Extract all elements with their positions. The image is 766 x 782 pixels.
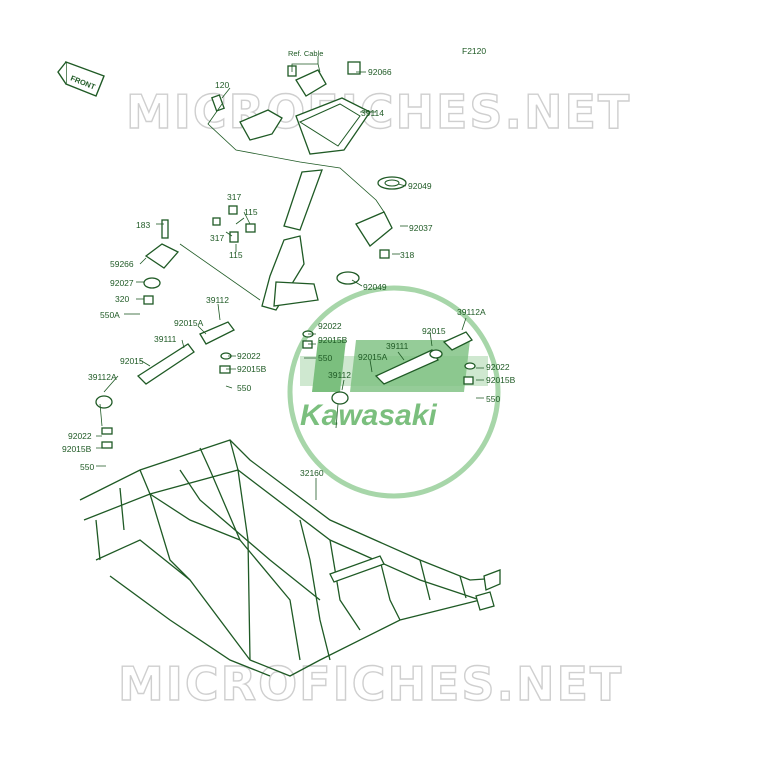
seal-upper <box>377 176 407 190</box>
label-92037: 92037 <box>409 223 433 233</box>
label-115-a: 115 <box>244 207 258 217</box>
label-317-a: 317 <box>227 192 241 202</box>
label-92022-a: 92022 <box>237 351 261 361</box>
label-92049-lower: 92049 <box>363 282 387 292</box>
label-92027: 92027 <box>110 278 134 288</box>
label-92015b-c: 92015B <box>62 444 92 454</box>
label-550-c: 550 <box>486 394 500 404</box>
label-32160: 32160 <box>300 468 324 478</box>
label-39112-left: 39112 <box>206 295 229 305</box>
label-550-e: 550 <box>318 353 332 363</box>
label-39111-right: 39111 <box>386 341 409 351</box>
label-317-b: 317 <box>210 233 224 243</box>
label-92022-b: 92022 <box>486 362 510 372</box>
tie-rod-right <box>331 331 473 429</box>
label-92049-upper: 92049 <box>408 181 432 191</box>
label-550-b: 550 <box>237 383 251 393</box>
label-550-d: 550 <box>80 462 94 472</box>
label-550a: 550A <box>100 310 120 320</box>
frame <box>79 439 501 677</box>
watermark-top: MICROFICHES.NET <box>126 85 631 139</box>
label-318: 318 <box>400 250 414 260</box>
label-115-b: 115 <box>229 250 243 260</box>
label-92015b-d: 92015B <box>318 335 348 345</box>
label-92015b-b: 92015B <box>486 375 516 385</box>
leader-lines <box>96 56 484 500</box>
label-59266: 59266 <box>110 259 134 269</box>
diagram-code: F2120 <box>462 46 486 56</box>
label-92015a-right: 92015A <box>358 352 388 362</box>
label-39112a-left: 39112A <box>88 372 117 382</box>
logo-wordmark: Kawasaki <box>300 399 437 432</box>
label-92066: 92066 <box>368 67 392 77</box>
label-92022-d: 92022 <box>318 321 342 331</box>
label-120: 120 <box>215 80 229 90</box>
watermark-bottom: MICROFICHES.NET <box>118 657 623 711</box>
label-39111-left: 39111 <box>154 334 177 344</box>
stem-clamp <box>355 211 393 247</box>
label-92015-left: 92015 <box>120 356 144 366</box>
steering-stem <box>261 169 323 311</box>
kawasaki-logo: Kawasaki <box>287 285 501 499</box>
label-ref-cable: Ref. Cable <box>288 49 323 58</box>
label-92015-right: 92015 <box>422 326 446 336</box>
label-39112-right: 39112 <box>328 370 351 380</box>
label-39114: 39114 <box>361 108 384 118</box>
tie-rod-left <box>95 321 235 449</box>
label-92015a-left: 92015A <box>174 318 204 328</box>
label-320: 320 <box>115 294 129 304</box>
label-183: 183 <box>136 220 150 230</box>
label-92022-c: 92022 <box>68 431 92 441</box>
front-arrow-icon: FRONT <box>57 60 105 97</box>
label-92015b-a: 92015B <box>237 364 267 374</box>
label-39112a-right: 39112A <box>457 307 486 317</box>
